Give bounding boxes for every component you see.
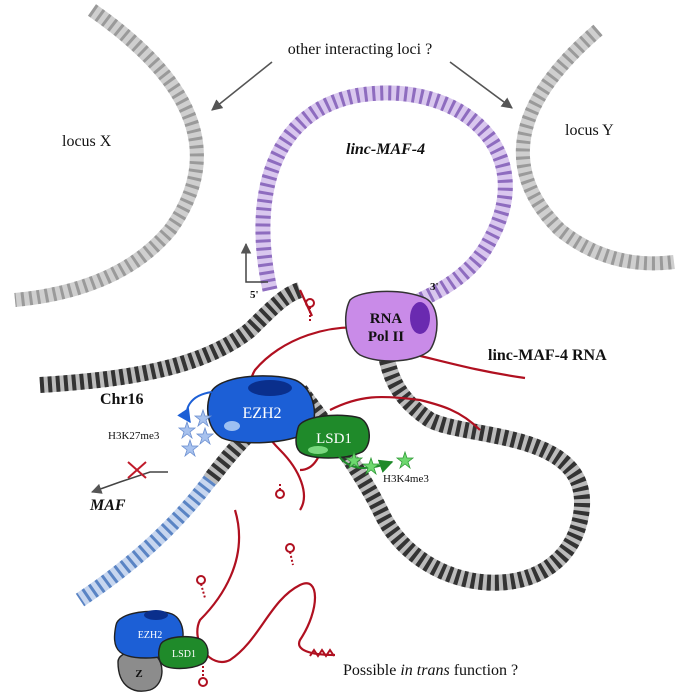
- z-label: Z: [135, 668, 142, 680]
- h3k27me3-label: H3K27me3: [108, 430, 160, 442]
- lsd1-small-complex: [157, 635, 209, 670]
- possible-suffix: function ?: [450, 662, 518, 679]
- rna-pol-label-2: Pol II: [368, 329, 404, 345]
- ezh2-highlight: [248, 380, 292, 396]
- arrow-to-locus-x: [211, 61, 273, 111]
- ezh2-shine: [224, 421, 240, 431]
- arrow-to-locus-y: [449, 61, 513, 109]
- ezh2-small-label: EZH2: [138, 630, 162, 641]
- locus-x-label: locus X: [62, 133, 112, 150]
- maf-repression-cross: [127, 461, 147, 479]
- maf-label: MAF: [89, 497, 126, 514]
- h3k27me3-stars: [177, 408, 215, 458]
- three-prime-label: 3': [430, 281, 439, 293]
- possible-in-trans-label: Possible in trans function ?: [343, 662, 518, 679]
- h3k4me3-stars: [344, 450, 415, 476]
- rna-hairpins: [196, 298, 335, 687]
- linc-maf4-rna-label: linc-MAF-4 RNA: [488, 347, 607, 364]
- h3k4me3-label: H3K4me3: [383, 473, 429, 485]
- rna-pol-ii-highlight: [410, 302, 430, 334]
- h3k4me3-arrow: [337, 454, 394, 473]
- lsd1-shine: [308, 446, 328, 454]
- five-prime-label: 5': [250, 289, 259, 301]
- chr16-label: Chr16: [100, 391, 144, 408]
- lsd1-label: LSD1: [316, 431, 352, 447]
- locus-x-dna: [14, 4, 204, 307]
- maf-tss-arrow: [91, 471, 168, 494]
- locus-y-dna: [515, 24, 675, 271]
- maf-gene-dna: [75, 475, 216, 607]
- lsd1-small-label: LSD1: [172, 649, 196, 660]
- ezh2-small-highlight: [144, 610, 168, 620]
- other-loci-label: other interacting loci ?: [288, 41, 432, 58]
- h3k27me3-arrow: [177, 391, 213, 424]
- rna-pol-label-1: RNA: [370, 311, 403, 327]
- possible-italic: in trans: [400, 662, 449, 679]
- tss-arrow: [240, 242, 268, 283]
- linc-maf4-gene-label: linc-MAF-4: [346, 141, 425, 158]
- linc-maf4-gene-dna: [255, 85, 513, 312]
- possible-prefix: Possible: [343, 662, 400, 679]
- locus-y-label: locus Y: [565, 122, 614, 139]
- ezh2-label: EZH2: [242, 405, 281, 422]
